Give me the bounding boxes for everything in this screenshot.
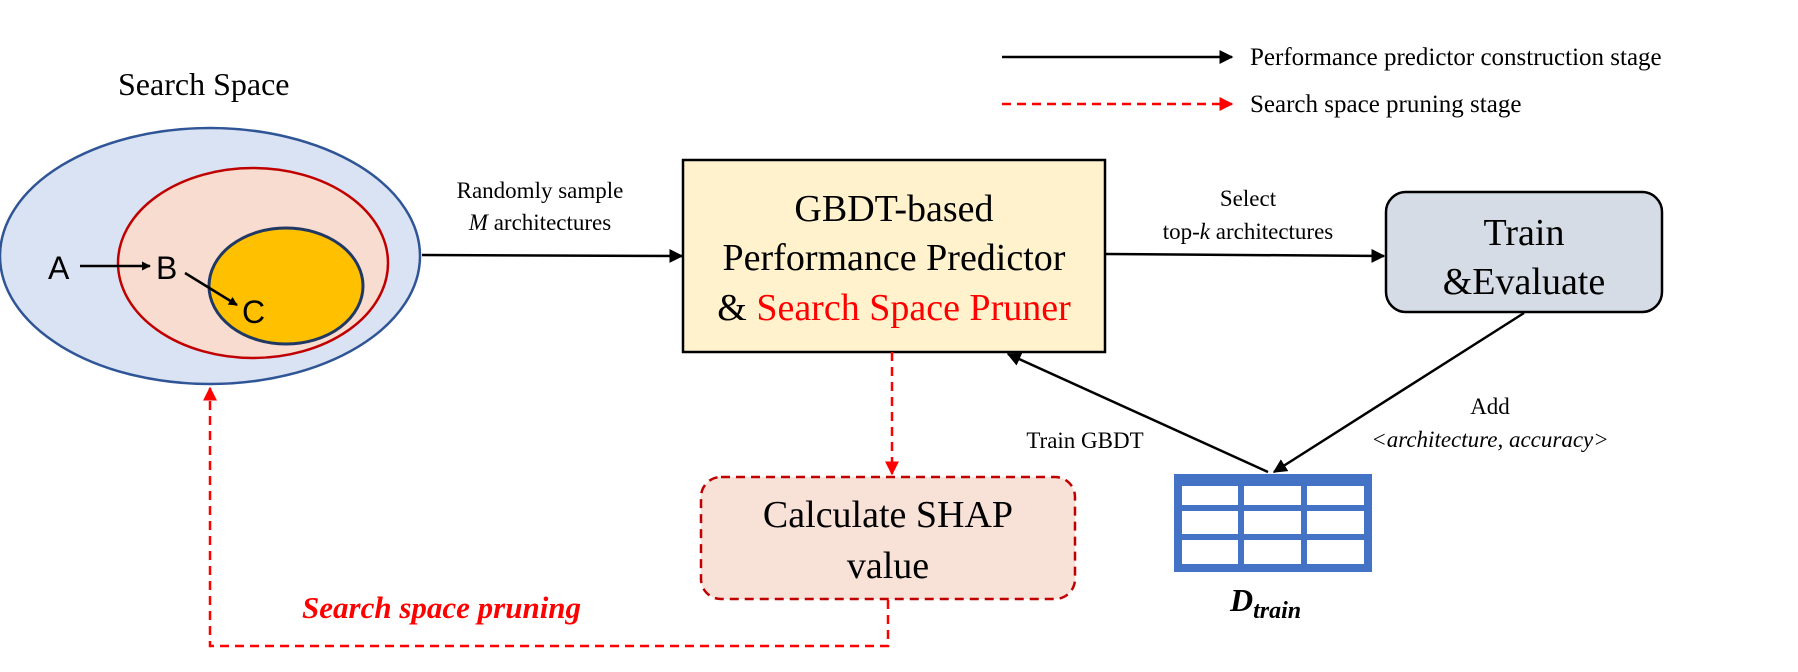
- add-label-line1: Add: [1470, 394, 1510, 419]
- arrow-sample-to-predictor: [421, 248, 684, 263]
- sample-label-line2: M architectures: [468, 210, 611, 235]
- train-evaluate-line1: Train: [1484, 212, 1565, 254]
- edge-random-sample: Randomly sample M architectures: [421, 178, 684, 263]
- dataset-table-header: [1178, 478, 1368, 486]
- legend: Performance predictor construction stage…: [1002, 44, 1662, 118]
- predictor-line1: GBDT-based: [794, 188, 993, 230]
- predictor-rect: [681, 158, 1107, 354]
- legend-dashed-label: Search space pruning stage: [1250, 91, 1521, 118]
- dataset-label: Dtrain: [1229, 582, 1301, 624]
- node-c-label: C: [242, 294, 265, 330]
- add-label-line2: <architecture, accuracy>: [1371, 427, 1609, 452]
- pruning-label: Search space pruning: [302, 590, 581, 625]
- predictor-line2: Performance Predictor: [723, 237, 1066, 279]
- node-b-label: B: [156, 250, 177, 286]
- edge-add-to-dataset: Add <architecture, accuracy>: [1272, 311, 1609, 474]
- legend-solid-label: Performance predictor construction stage: [1250, 44, 1662, 71]
- train-gbdt-label: Train GBDT: [1026, 428, 1143, 453]
- search-space-inner-ellipse: [207, 226, 365, 346]
- dataset-table-frame: [1174, 474, 1372, 572]
- predictor-line3: & Search Space Pruner: [717, 287, 1071, 329]
- shap-box: Calculate SHAP value: [699, 475, 1077, 601]
- dataset-table: Dtrain: [1174, 474, 1372, 624]
- train-evaluate-rect: [1384, 190, 1664, 314]
- edge-train-gbdt: Train GBDT: [1006, 352, 1269, 474]
- search-space-title: Search Space: [118, 66, 289, 102]
- search-space: Search Space A B C: [0, 66, 422, 386]
- train-evaluate-box: Train &Evaluate: [1384, 190, 1664, 314]
- arrow-predictor-to-train: [1104, 248, 1386, 263]
- node-a-label: A: [48, 250, 70, 286]
- sample-label-line1: Randomly sample: [457, 178, 624, 203]
- edge-select-topk: Select top-k architectures: [1104, 186, 1386, 263]
- arrow-train-to-dataset: [1272, 311, 1525, 474]
- shap-line2: value: [847, 545, 929, 587]
- shap-line1: Calculate SHAP: [763, 494, 1013, 536]
- train-evaluate-line2: &Evaluate: [1443, 261, 1605, 303]
- pruning-loop: Search space pruning: [203, 386, 890, 648]
- arrow-dataset-to-predictor: [1006, 352, 1269, 474]
- predictor-box: GBDT-based Performance Predictor & Searc…: [681, 158, 1107, 354]
- select-label-line2: top-k architectures: [1163, 219, 1334, 244]
- dashed-arrow-shap-to-search-space: [203, 386, 890, 648]
- arrow-b-to-c: [184, 271, 238, 307]
- select-label-line1: Select: [1220, 186, 1277, 211]
- shap-rect: [699, 475, 1077, 601]
